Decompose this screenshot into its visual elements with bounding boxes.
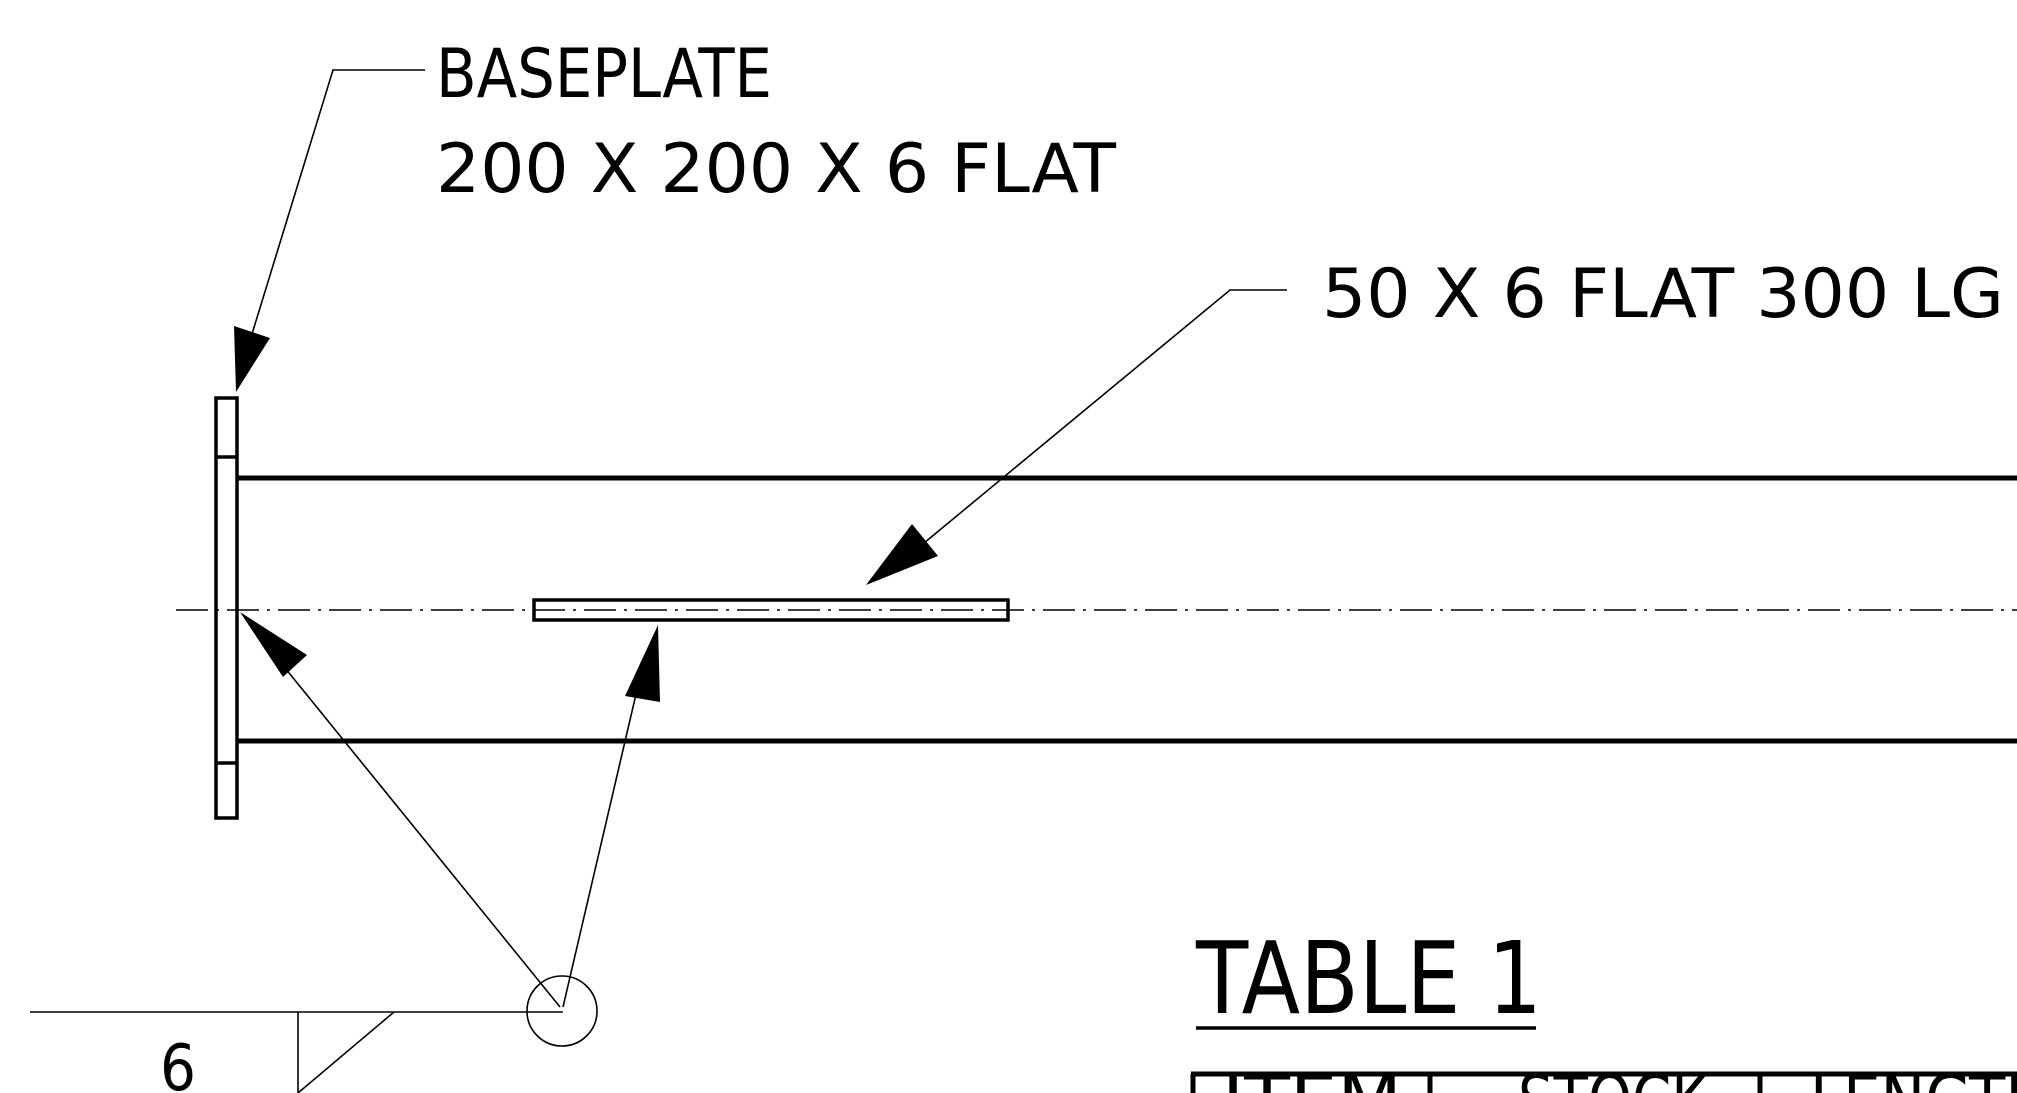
weld-size: 6 xyxy=(160,1032,196,1093)
baseplate-spec: 200 X 200 X 6 FLAT xyxy=(436,130,1116,209)
weld-all-around-circle xyxy=(526,975,598,1047)
table-1: TABLE 1 ITEM STOCK LENGTH xyxy=(1190,920,2017,1093)
table-header-stock: STOCK xyxy=(1518,1059,1709,1093)
weld-symbol xyxy=(30,975,598,1093)
baseplate-section xyxy=(214,396,239,820)
baseplate-leader xyxy=(234,69,425,392)
weld-arrow-to-baseplate xyxy=(240,612,561,1008)
table-title: TABLE 1 xyxy=(1195,920,1542,1037)
flat-bar xyxy=(532,598,1010,622)
flat-bar-label: 50 X 6 FLAT 300 LG xyxy=(1322,255,2004,334)
weld-arrow-to-flat-bar xyxy=(562,625,660,1008)
member-outline xyxy=(237,475,2017,744)
table-header-item: ITEM xyxy=(1222,1059,1402,1093)
flat-bar-leader xyxy=(866,289,1287,585)
table-header-length: LENGTH xyxy=(1810,1059,2017,1093)
baseplate-label: BASEPLATE xyxy=(436,35,772,114)
